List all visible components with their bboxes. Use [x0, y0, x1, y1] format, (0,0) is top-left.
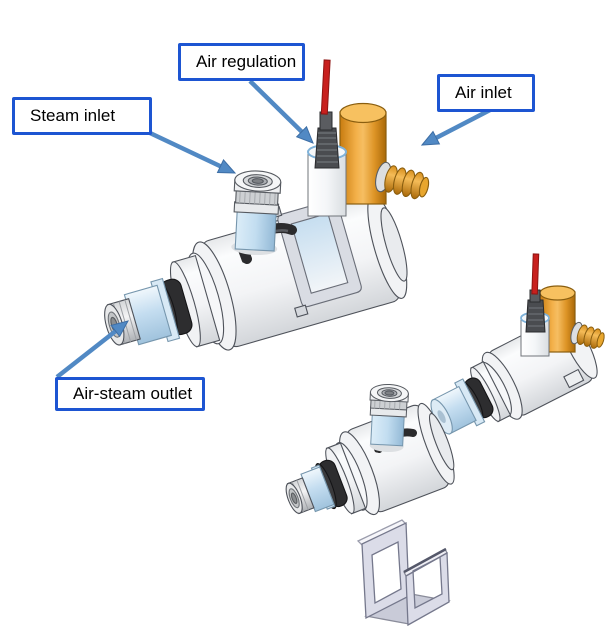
- callout-air-steam-outlet-label: Air-steam outlet: [73, 384, 193, 403]
- air-inlet-barb: [375, 161, 430, 200]
- callout-steam-inlet: Steam inlet: [12, 97, 152, 135]
- callout-air-regulation-label: Air regulation: [196, 52, 297, 71]
- steam-port-small: [369, 383, 409, 453]
- air-regulation-arrow: [248, 79, 314, 144]
- air-regulation-assembly: [307, 59, 347, 217]
- mounting-bracket: [356, 519, 451, 627]
- air-steam-outlet-arrow: [55, 320, 129, 379]
- callout-air-steam-outlet: Air-steam outlet: [55, 377, 205, 411]
- steam-inlet-arrow: [149, 130, 237, 174]
- callout-air-regulation: Air regulation: [178, 43, 305, 81]
- subassembly-nozzle-unit: [430, 253, 605, 435]
- subassembly-body-unit: [285, 383, 455, 516]
- callout-steam-inlet-label: Steam inlet: [30, 106, 116, 125]
- air-inlet-arrow: [420, 108, 492, 146]
- needle-indicator: [320, 59, 331, 115]
- steam-inlet-port: [231, 170, 282, 256]
- main-assembly-illustration: [104, 59, 430, 351]
- callout-arrows: [55, 79, 492, 379]
- callout-air-inlet: Air inlet: [437, 74, 535, 112]
- callout-air-inlet-label: Air inlet: [455, 83, 512, 102]
